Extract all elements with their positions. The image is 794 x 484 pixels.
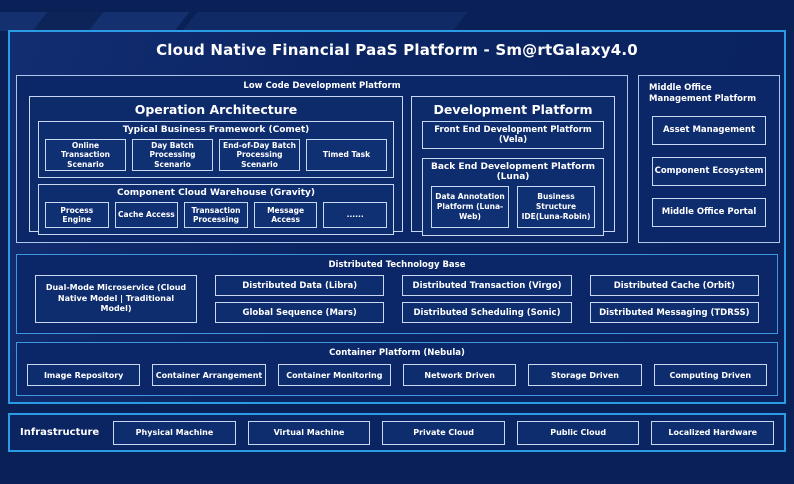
component-cloud-items: Process Engine Cache Access Transaction … bbox=[39, 199, 393, 234]
container-platform-section: Container Platform (Nebula) Image Reposi… bbox=[16, 342, 778, 396]
development-platform-title: Development Platform bbox=[433, 102, 593, 117]
item-storage-driven: Storage Driven bbox=[528, 364, 642, 386]
middle-office-items: Asset Management Component Ecosystem Mid… bbox=[652, 115, 766, 227]
item-localized-hardware: Localized Hardware bbox=[651, 420, 775, 445]
operation-architecture-title: Operation Architecture bbox=[134, 102, 298, 117]
item-distributed-cache: Distributed Cache (Orbit) bbox=[589, 275, 759, 296]
item-component-ecosystem: Component Ecosystem bbox=[652, 156, 766, 186]
component-cloud-warehouse-title: Component Cloud Warehouse (Gravity) bbox=[116, 188, 316, 199]
item-image-repository: Image Repository bbox=[27, 364, 141, 386]
item-physical-machine: Physical Machine bbox=[113, 420, 236, 445]
item-distributed-data: Distributed Data (Libra) bbox=[215, 275, 385, 296]
item-virtual-machine: Virtual Machine bbox=[247, 420, 371, 445]
item-distributed-scheduling: Distributed Scheduling (Sonic) bbox=[402, 302, 572, 323]
item-global-sequence: Global Sequence (Mars) bbox=[215, 302, 385, 323]
item-ellipsis: ...... bbox=[323, 202, 387, 229]
item-public-cloud: Public Cloud bbox=[516, 420, 640, 445]
infrastructure-section: Infrastructure Physical Machine Virtual … bbox=[8, 413, 786, 452]
item-end-of-day-batch-processing-scenario: End-of-Day Batch Processing Scenario bbox=[219, 139, 300, 172]
item-distributed-transaction: Distributed Transaction (Virgo) bbox=[402, 275, 572, 296]
item-data-annotation-platform: Data Annotation Platform (Luna-Web) bbox=[431, 186, 509, 228]
container-platform-label: Container Platform (Nebula) bbox=[329, 348, 465, 358]
middle-office-management-platform-section: Middle Office Management Platform Asset … bbox=[638, 75, 780, 243]
typical-business-items: Online Transaction Scenario Day Batch Pr… bbox=[39, 136, 393, 177]
page-title: Cloud Native Financial PaaS Platform - S… bbox=[156, 41, 638, 59]
infrastructure-label: Infrastructure bbox=[20, 427, 100, 438]
component-cloud-warehouse-box: Component Cloud Warehouse (Gravity) Proc… bbox=[38, 184, 394, 236]
item-middle-office-portal: Middle Office Portal bbox=[652, 197, 766, 227]
typical-business-framework-title: Typical Business Framework (Comet) bbox=[122, 125, 310, 135]
item-business-structure-ide: Business Structure IDE(Luna-Robin) bbox=[517, 186, 595, 228]
item-container-monitoring: Container Monitoring bbox=[277, 364, 391, 386]
distributed-grid: Distributed Data (Libra) Distributed Tra… bbox=[215, 275, 759, 323]
item-computing-driven: Computing Driven bbox=[653, 364, 767, 386]
typical-business-framework-box: Typical Business Framework (Comet) Onlin… bbox=[38, 121, 394, 179]
back-end-items: Data Annotation Platform (Luna-Web) Busi… bbox=[423, 183, 603, 235]
item-timed-task: Timed Task bbox=[306, 139, 387, 172]
item-private-cloud: Private Cloud bbox=[382, 420, 505, 445]
back-end-development-platform-box: Back End Development Platform (Luna) Dat… bbox=[422, 158, 604, 236]
distributed-technology-base-section: Distributed Technology Base Dual-Mode Mi… bbox=[16, 254, 778, 334]
item-day-batch-processing-scenario: Day Batch Processing Scenario bbox=[132, 139, 213, 172]
item-dual-mode-microservice: Dual-Mode Microservice (Cloud Native Mod… bbox=[35, 275, 197, 323]
operation-architecture-box: Operation Architecture Typical Business … bbox=[29, 96, 403, 236]
item-online-transaction-scenario: Online Transaction Scenario bbox=[45, 139, 126, 172]
item-container-arrangement: Container Arrangement bbox=[152, 364, 266, 386]
item-asset-management: Asset Management bbox=[652, 115, 766, 145]
distributed-content-row: Dual-Mode Microservice (Cloud Native Mod… bbox=[35, 275, 759, 323]
item-cache-access: Cache Access bbox=[114, 202, 179, 229]
low-code-platform-label: Low Code Development Platform bbox=[243, 81, 401, 91]
low-code-development-platform-section: Low Code Development Platform Operation … bbox=[16, 75, 628, 243]
item-distributed-messaging: Distributed Messaging (TDRSS) bbox=[589, 302, 759, 323]
item-process-engine: Process Engine bbox=[45, 202, 109, 229]
development-platform-box: Development Platform Front End Developme… bbox=[411, 96, 615, 236]
item-transaction-processing: Transaction Processing bbox=[184, 202, 248, 229]
main-platform-panel: Cloud Native Financial PaaS Platform - S… bbox=[8, 30, 786, 404]
back-end-development-platform-title: Back End Development Platform (Luna) bbox=[430, 162, 596, 182]
container-platform-items: Image Repository Container Arrangement C… bbox=[27, 364, 767, 386]
infrastructure-items: Physical Machine Virtual Machine Private… bbox=[113, 420, 775, 445]
item-message-access: Message Access bbox=[253, 202, 318, 229]
front-end-development-platform-box: Front End Development Platform (Vela) bbox=[422, 121, 604, 149]
item-network-driven: Network Driven bbox=[402, 364, 517, 386]
low-code-content-row: Operation Architecture Typical Business … bbox=[29, 96, 615, 236]
distributed-technology-base-label: Distributed Technology Base bbox=[328, 260, 466, 270]
decorative-stripe bbox=[182, 12, 468, 31]
middle-office-label: Middle Office Management Platform bbox=[649, 83, 757, 105]
